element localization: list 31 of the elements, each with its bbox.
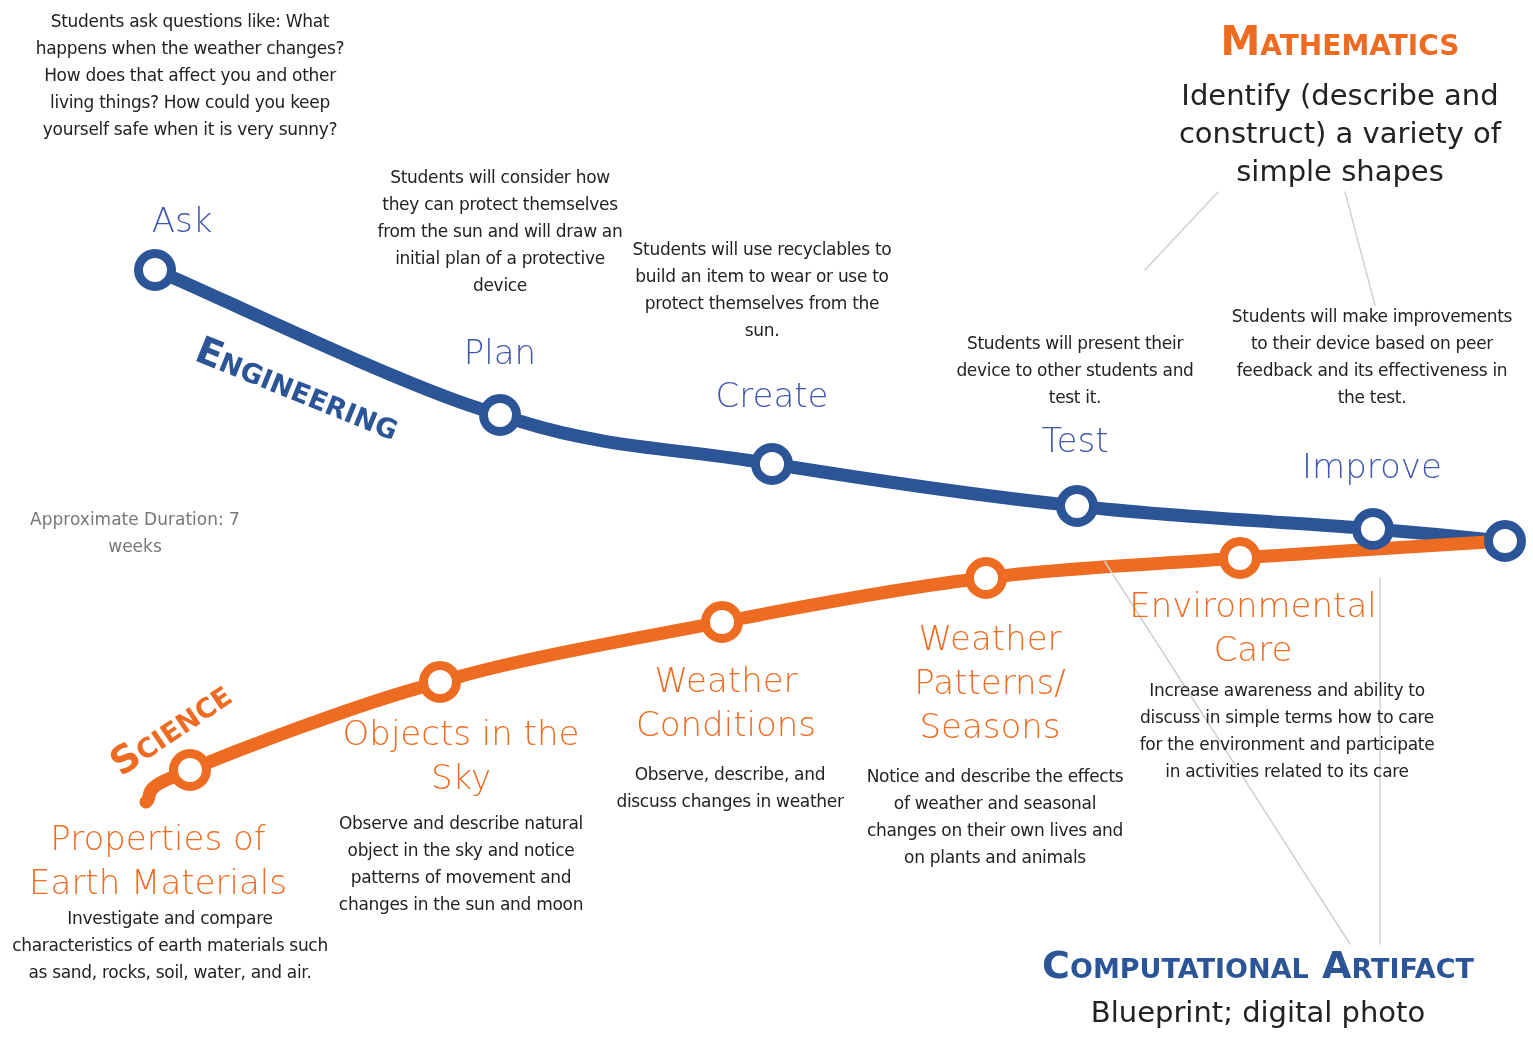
stage-title: Weather Patterns/ Seasons bbox=[913, 617, 1067, 748]
stage-description: Notice and describe the effects of weather and seasonal changes on their own lives and on plants and animals bbox=[865, 765, 1125, 869]
subject-heading: Mathematics bbox=[1219, 17, 1461, 66]
stage-description: Observe, describe, and discuss changes in weather bbox=[615, 763, 845, 813]
stage-description: Students will consider how they can protect themselves from the sun and will draw an initial plan of a protective device bbox=[376, 166, 624, 297]
subject-description: Identify (describe and construct) a variety of simple shapes bbox=[1177, 77, 1503, 190]
leader-line bbox=[1144, 191, 1219, 271]
stage-title: Improve bbox=[1301, 445, 1443, 488]
stage-title: Environmental Care bbox=[1128, 584, 1378, 671]
stage-description: Students will present their device to other students and test it. bbox=[955, 332, 1195, 409]
stage-title: Objects in the Sky bbox=[341, 712, 581, 799]
stage-title: Create bbox=[714, 374, 830, 417]
subject-description: Blueprint; digital photo bbox=[1089, 994, 1427, 1031]
stage-title: Plan bbox=[462, 331, 538, 374]
stage-title: Test bbox=[1040, 419, 1110, 462]
duration-note: Approximate Duration: 7 weeks bbox=[29, 508, 241, 558]
stage-description: Students ask questions like: What happens when the weather changes? How does that affect you and other living things? How could you keep yourself safe when it is very sunny? bbox=[34, 10, 346, 141]
stage-description: Students will use recyclables to build an item to wear or use to protect themselves from the sun. bbox=[632, 238, 892, 342]
stage-circle bbox=[1484, 520, 1526, 562]
stage-description: Observe and describe natural object in the sky and notice patterns of movement and changes in the sun and moon bbox=[337, 812, 585, 916]
stage-description: Investigate and compare characteristics of earth materials such as sand, rocks, soil, water, and air. bbox=[11, 907, 329, 984]
subject-heading: Computational Artifact bbox=[1041, 942, 1475, 989]
leader-line bbox=[1379, 577, 1381, 945]
stage-title: Weather Conditions bbox=[635, 659, 817, 746]
stage-description: Increase awareness and ability to discuss in simple terms how to care for the environment and participate in activities related to its care bbox=[1138, 679, 1436, 783]
leader-line bbox=[1104, 561, 1351, 945]
leader-line bbox=[1344, 191, 1376, 306]
stage-circle bbox=[134, 249, 176, 291]
stage-description: Students will make improvements to their device based on peer feedback and its effectiveness in the test. bbox=[1230, 305, 1514, 409]
stage-title: Ask bbox=[150, 199, 214, 242]
stage-title: Properties of Earth Materials bbox=[28, 817, 288, 904]
